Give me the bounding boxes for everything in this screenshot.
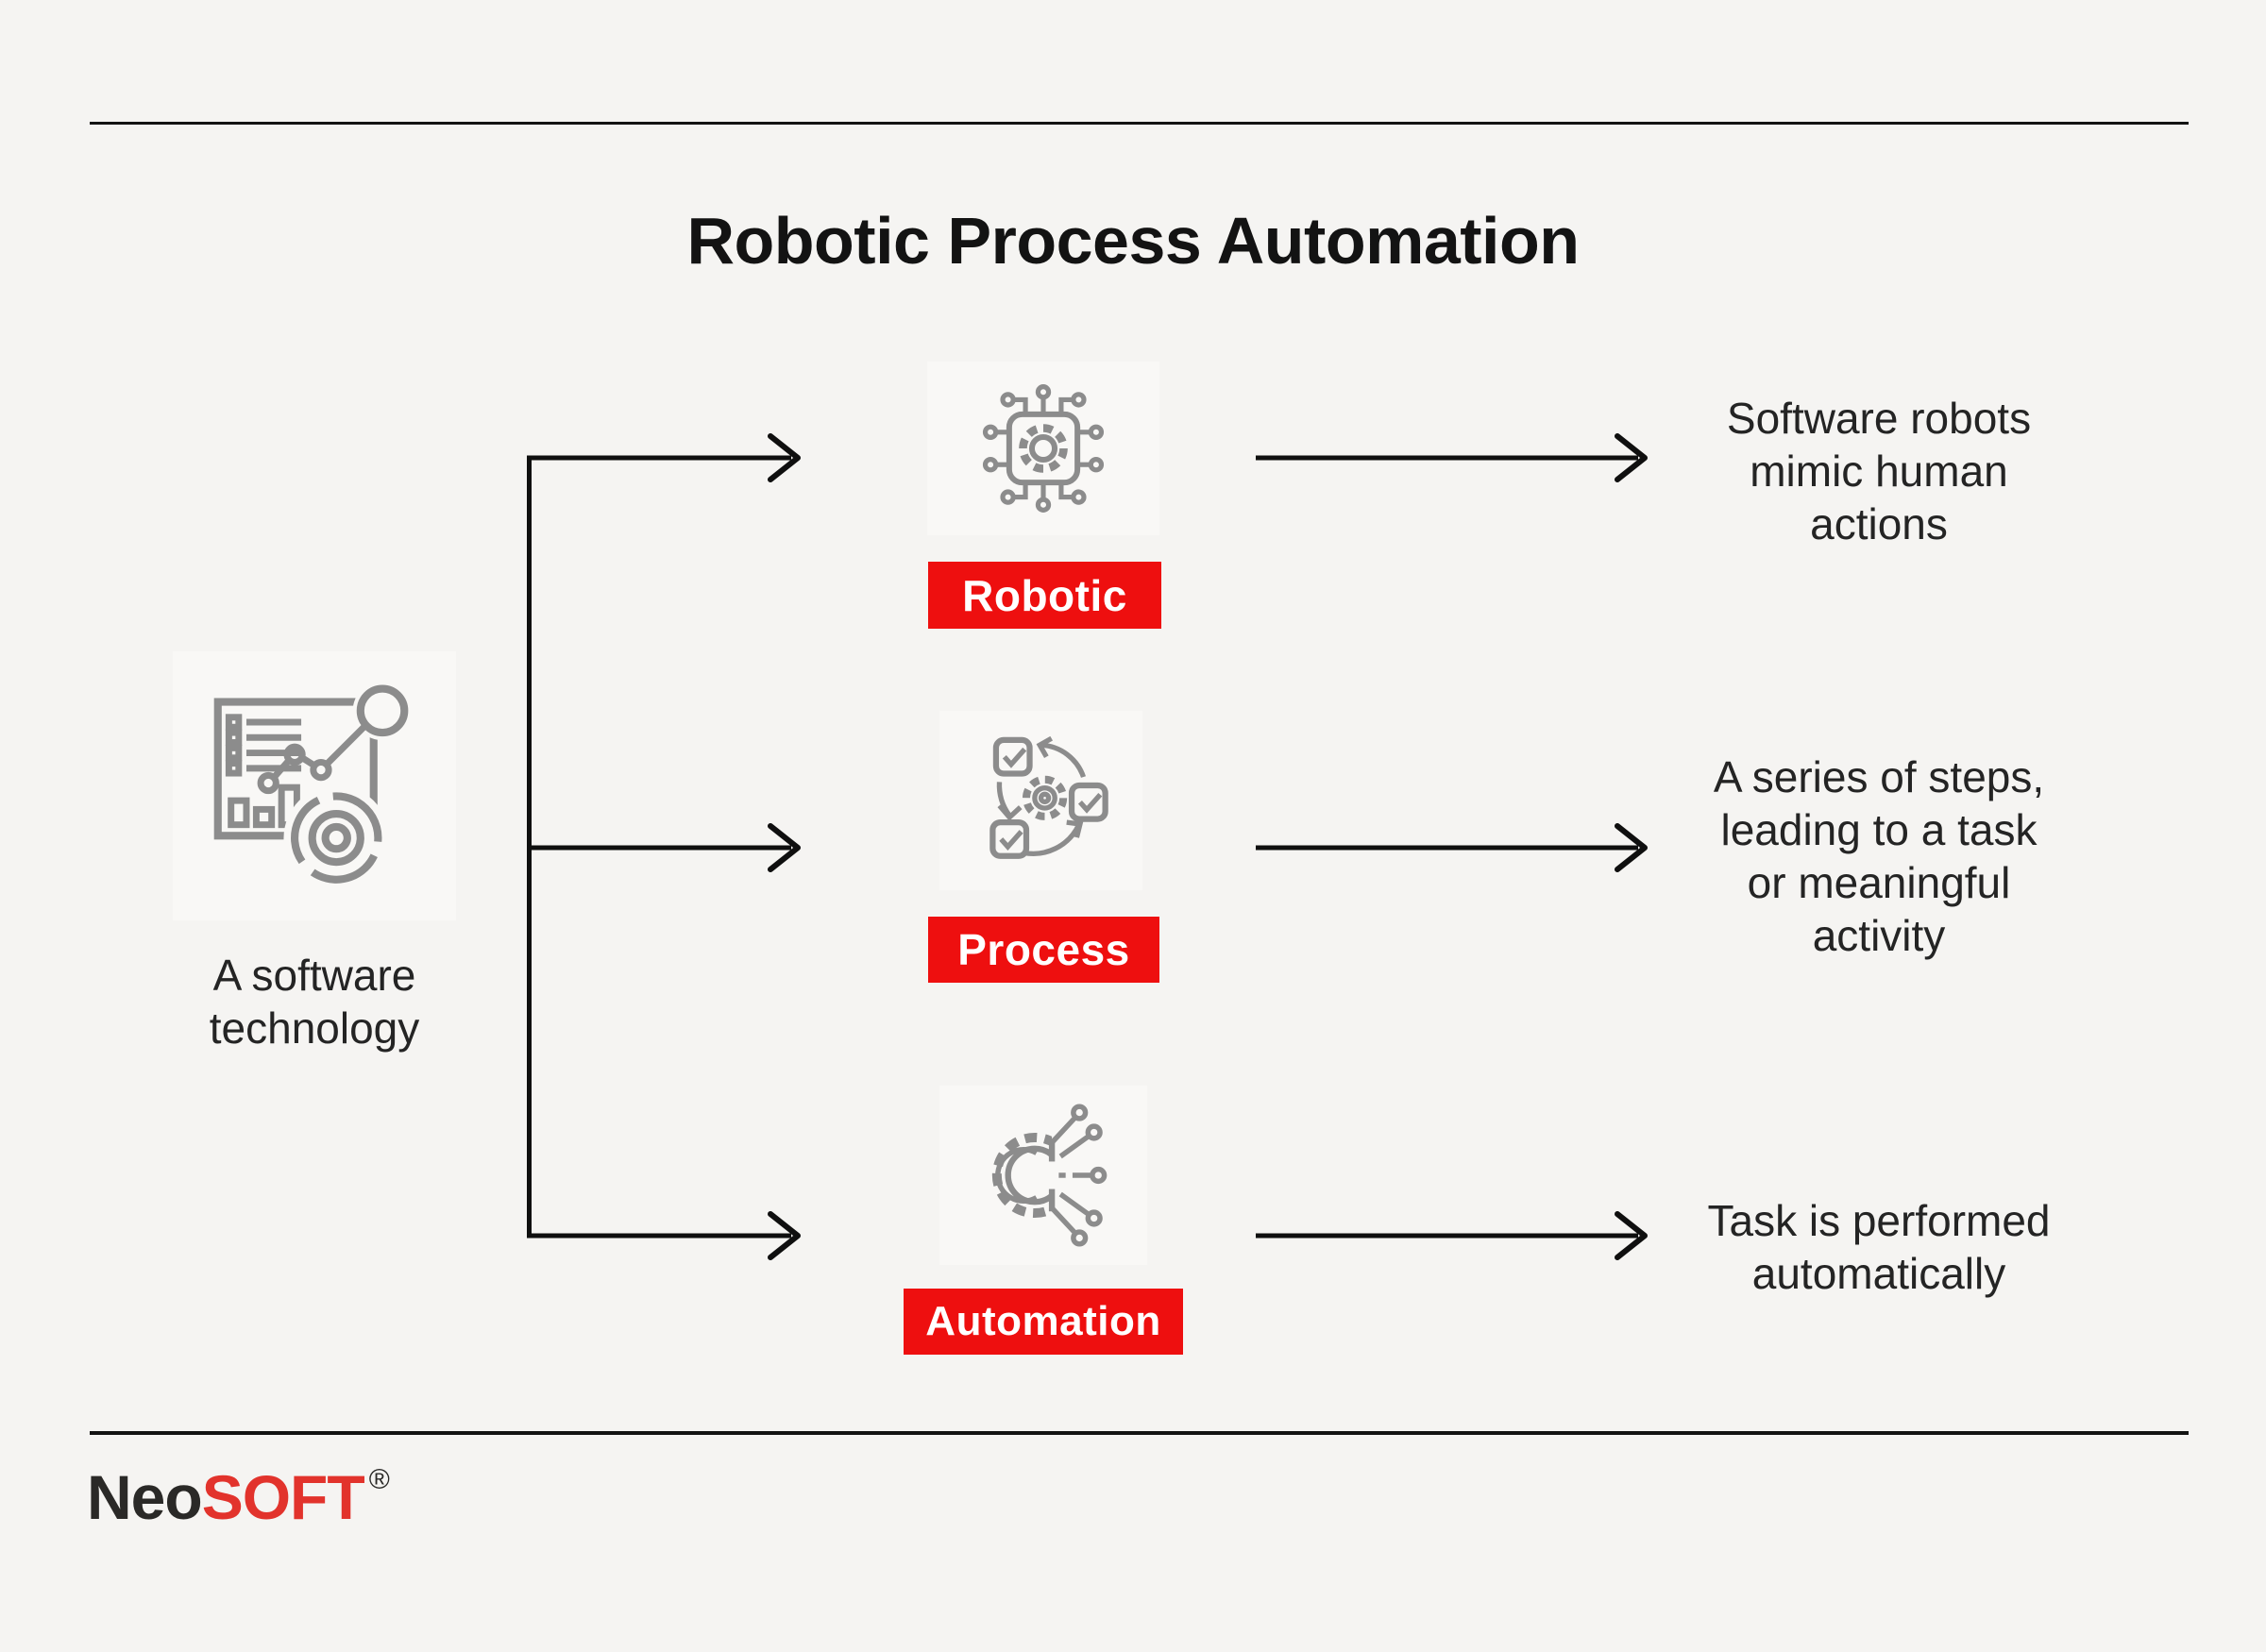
chip-gear-icon [982,384,1105,513]
robotic-description: Software robots mimic human actions [1726,394,2032,548]
registered-trademark-icon: ® [368,1464,390,1495]
neosoft-logo: NeoSOFT® [87,1461,390,1533]
process-description: A series of steps, leading to a task or … [1713,752,2045,960]
bottom-divider [90,1431,2189,1435]
automation-gear-icon [991,1104,1108,1247]
robotic-icon-tile [927,362,1159,535]
software-technology-tile [173,651,456,920]
automation-description: Task is performed automatically [1707,1196,2051,1298]
analytics-chart-icon [213,680,413,890]
arrow-process-to-description [1256,823,1648,872]
logo-soft: SOFT [201,1462,365,1532]
logo-neo: Neo [87,1462,203,1532]
arrow-robotic-to-description [1256,433,1648,482]
automation-icon-tile [939,1086,1147,1265]
arrow-to-automation [527,1211,801,1260]
process-icon-tile [939,711,1142,890]
top-divider [90,122,2189,125]
process-cycle-icon [989,735,1108,859]
arrow-to-process [527,823,801,872]
arrow-automation-to-description [1256,1211,1648,1260]
arrow-to-robotic [527,433,801,482]
software-technology-label: A software technology [209,951,420,1053]
page-title: Robotic Process Automation [686,204,1580,278]
automation-label: Automation [904,1289,1183,1355]
robotic-label: Robotic [928,562,1161,629]
process-label: Process [928,917,1159,983]
